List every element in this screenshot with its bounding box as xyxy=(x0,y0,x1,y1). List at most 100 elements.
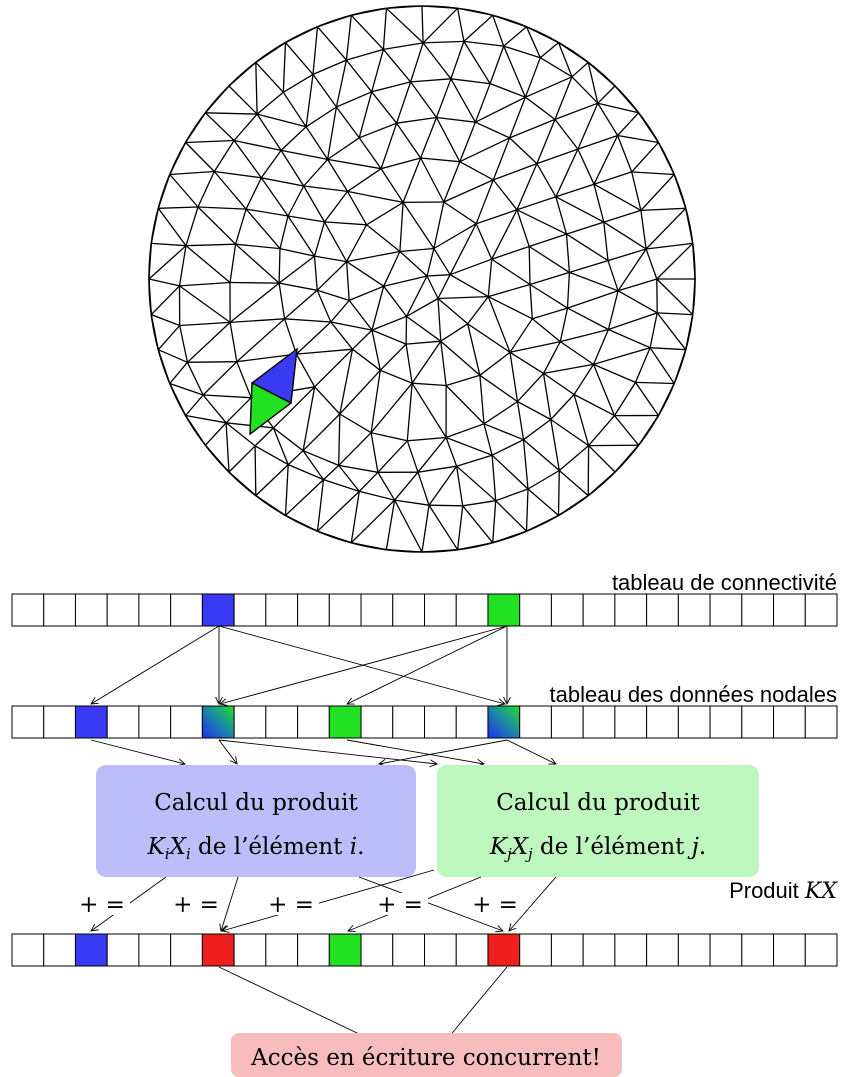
mesh-edge xyxy=(450,78,491,85)
mesh-edge xyxy=(593,184,605,223)
connectivity-array xyxy=(11,593,838,627)
array-cell xyxy=(170,705,203,739)
mesh-edge xyxy=(305,106,337,128)
mesh-edge xyxy=(406,340,441,345)
mesh-edge xyxy=(260,150,282,179)
mesh-edge xyxy=(656,242,694,280)
mesh-edge xyxy=(336,91,372,108)
array-cell xyxy=(773,933,806,967)
array-cell xyxy=(138,705,172,739)
mesh-edge xyxy=(316,290,332,323)
mesh-edge xyxy=(323,478,360,493)
mesh-edge xyxy=(577,102,599,150)
array-cell xyxy=(297,593,330,627)
mesh-edge xyxy=(254,445,257,496)
mesh-edge xyxy=(256,91,284,115)
mesh-edge xyxy=(366,224,401,253)
array-cell xyxy=(360,705,394,739)
array-cell xyxy=(741,705,775,739)
mesh-edge xyxy=(616,135,633,173)
mesh-edge xyxy=(235,243,280,284)
mesh-edge xyxy=(475,179,494,224)
mesh-edge xyxy=(358,91,373,138)
mesh-edge xyxy=(179,281,231,287)
mesh-edge xyxy=(558,470,589,497)
mesh-edge xyxy=(593,183,642,211)
mesh-edge xyxy=(443,201,477,225)
array-cell xyxy=(74,593,108,627)
mesh-edge xyxy=(449,258,492,276)
mesh-edge xyxy=(278,283,286,319)
array-cell xyxy=(11,593,45,627)
mesh-edge xyxy=(539,57,573,78)
mesh-edge xyxy=(158,349,188,363)
mesh-edge xyxy=(169,361,188,384)
mesh-edge xyxy=(313,221,326,257)
mesh-edge xyxy=(225,422,230,473)
mesh-edge xyxy=(649,312,658,348)
mesh-edge xyxy=(463,14,494,42)
mesh-edge xyxy=(323,221,348,262)
mesh-edge xyxy=(593,347,651,366)
mesh-edge xyxy=(475,223,493,260)
mesh-edge xyxy=(491,245,530,260)
mesh-edge xyxy=(420,157,460,163)
mesh-edge xyxy=(233,139,282,152)
mesh-edge xyxy=(607,290,619,330)
arrow xyxy=(506,739,556,764)
array-cell xyxy=(170,933,203,967)
mesh-edge xyxy=(236,361,252,398)
mesh-edge xyxy=(394,471,419,501)
mesh-edge xyxy=(282,91,307,128)
mesh-edge xyxy=(516,209,567,235)
mesh-edge xyxy=(330,299,350,323)
mesh-edge xyxy=(228,445,256,473)
mesh-edge xyxy=(204,422,227,446)
mesh-edge xyxy=(287,464,324,481)
mesh-edge xyxy=(456,505,464,550)
mesh-edge xyxy=(411,382,447,438)
mesh-edge xyxy=(261,177,304,187)
mesh-edge xyxy=(603,222,609,261)
mesh-edge xyxy=(285,42,314,75)
mesh-edge xyxy=(346,191,368,226)
mesh-edge xyxy=(382,48,412,83)
mesh-edge xyxy=(412,382,447,387)
mesh-edge xyxy=(634,347,651,383)
mesh-edge xyxy=(295,353,316,388)
mesh-edge xyxy=(197,171,215,208)
mesh-edge xyxy=(272,386,316,429)
mesh-edge xyxy=(456,8,465,42)
array-cell xyxy=(487,593,521,627)
mesh-edge xyxy=(358,137,382,170)
arrow xyxy=(218,739,437,764)
mesh-edge xyxy=(394,499,430,506)
array-cell xyxy=(614,593,648,627)
product-label-text: Produit xyxy=(729,878,805,903)
mesh-edge xyxy=(443,161,461,203)
array-cell xyxy=(519,933,552,967)
mesh-edge xyxy=(550,418,589,447)
mesh-edge xyxy=(345,15,352,61)
mesh-edge xyxy=(186,321,231,363)
mesh-edge xyxy=(483,423,524,441)
mesh-edge xyxy=(327,137,360,160)
mesh-edge xyxy=(380,369,413,384)
mesh-edge xyxy=(280,126,307,151)
mesh-edge xyxy=(554,102,599,121)
mesh-edge xyxy=(421,505,430,553)
element-i-line1: Calcul du produit xyxy=(154,790,358,816)
mesh-edge xyxy=(314,386,341,415)
mesh-edge xyxy=(179,325,189,363)
mesh-edge xyxy=(569,271,619,292)
mesh-edge xyxy=(635,381,675,385)
array-cell xyxy=(455,933,489,967)
mesh-edge xyxy=(645,248,658,280)
mesh-edge xyxy=(577,134,618,150)
mesh-edge xyxy=(617,134,659,144)
mesh-edge xyxy=(487,296,511,353)
array-cell xyxy=(424,593,457,627)
mesh-edge xyxy=(406,440,419,473)
mesh-edge xyxy=(186,362,204,396)
mesh-edge xyxy=(410,81,438,118)
